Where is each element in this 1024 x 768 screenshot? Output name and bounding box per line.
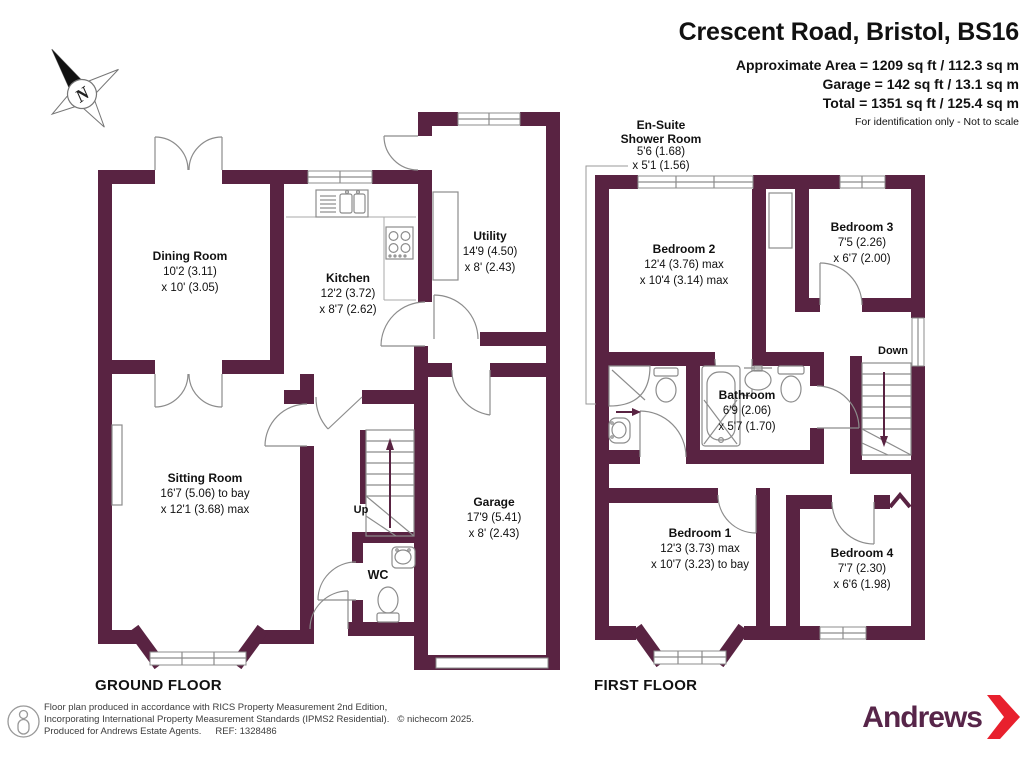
- room-label-bedroom3: Bedroom 3 7'5 (2.26) x 6'7 (2.00): [830, 220, 894, 265]
- room-label-dining: Dining Room 10'2 (3.11) x 10' (3.05): [152, 249, 228, 294]
- landing-cupboard: [768, 192, 793, 249]
- disclaimer-line-1: Floor plan produced in accordance with R…: [44, 702, 388, 713]
- ensuite-callout: En-Suite Shower Room 5'6 (1.68) x 5'1 (1…: [620, 118, 702, 172]
- ground-floor-title: GROUND FLOOR: [95, 677, 222, 694]
- first-windows: [637, 175, 925, 665]
- copyright: © nichecom 2025.: [397, 714, 475, 725]
- ensuite-fixtures: [608, 365, 679, 444]
- eaves-closet-door: [888, 491, 912, 509]
- utility-counter: [432, 191, 459, 281]
- identification-note: For identification only - Not to scale: [855, 116, 1019, 128]
- ensuite-toilet-icon: [653, 367, 679, 403]
- room-label-sitting: Sitting Room 16'7 (5.06) to bay x 12'1 (…: [160, 471, 250, 516]
- stairs-up-label: Up: [353, 504, 369, 516]
- hob-icon: [385, 226, 414, 260]
- room-label-bedroom4: Bedroom 4 7'7 (2.30) x 6'6 (1.98): [830, 546, 894, 591]
- garage-door: [435, 657, 549, 669]
- first-stairs: [861, 362, 912, 456]
- shower-icon: [608, 365, 651, 407]
- andrews-wordmark: Andrews: [862, 700, 983, 734]
- compass-rose-icon: N: [50, 48, 119, 128]
- reference-number: REF: 1328486: [215, 726, 277, 737]
- garage-area: Garage = 142 sq ft / 13.1 sq m: [822, 76, 1020, 92]
- room-label-kitchen: Kitchen 12'2 (3.72) x 8'7 (2.62): [319, 271, 377, 316]
- page-title: Crescent Road, Bristol, BS16: [678, 18, 1020, 46]
- footer-disclaimer: Floor plan produced in accordance with R…: [44, 702, 474, 738]
- andrews-logo: Andrews: [862, 695, 1021, 740]
- room-label-bedroom1: Bedroom 1 12'3 (3.73) max x 10'7 (3.23) …: [650, 526, 750, 571]
- room-label-wc: WC: [367, 568, 389, 582]
- room-label-garage: Garage 17'9 (5.41) x 8' (2.43): [466, 495, 522, 540]
- room-label-bathroom: Bathroom 6'9 (2.06) x 5'7 (1.70): [718, 388, 776, 433]
- ground-floor-plan: [98, 112, 560, 670]
- first-doors: [639, 192, 875, 545]
- ensuite-leader-line: [585, 165, 628, 405]
- room-label-bedroom2: Bedroom 2 12'4 (3.76) max x 10'4 (3.14) …: [639, 242, 729, 287]
- disclaimer-line-2: Incorporating International Property Mea…: [44, 714, 475, 725]
- ensuite-basin-icon: [608, 417, 631, 444]
- wc-fixtures: [376, 546, 416, 623]
- header: Crescent Road, Bristol, BS16 Approximate…: [678, 18, 1020, 128]
- first-floor-title: FIRST FLOOR: [594, 677, 698, 694]
- ground-stairs: [365, 429, 415, 537]
- room-label-utility: Utility 14'9 (4.50) x 8' (2.43): [462, 229, 518, 274]
- approximate-area: Approximate Area = 1209 sq ft / 112.3 sq…: [735, 57, 1019, 73]
- wc-basin-icon: [391, 546, 416, 569]
- bathroom-toilet-icon: [777, 365, 805, 403]
- total-area: Total = 1351 sq ft / 125.4 sq m: [822, 95, 1019, 111]
- ground-doors: [154, 135, 491, 630]
- sitting-room-recess: [111, 424, 123, 506]
- bathroom-basin-icon: [744, 365, 772, 391]
- disclaimer-line-3: Produced for Andrews Estate Agents.REF: …: [44, 726, 277, 737]
- ground-windows: [149, 112, 549, 669]
- stairs-down-label: Down: [878, 345, 908, 357]
- bathtub-icon: [701, 365, 741, 447]
- sink-icon: [315, 189, 369, 218]
- andrews-chevron-icon: [987, 695, 1020, 739]
- first-floor-plan: [585, 165, 925, 668]
- bathroom-fixtures: [701, 365, 805, 447]
- wc-toilet-icon: [376, 586, 400, 623]
- kitchen-fixtures: [111, 189, 459, 506]
- first-walls: [595, 175, 925, 668]
